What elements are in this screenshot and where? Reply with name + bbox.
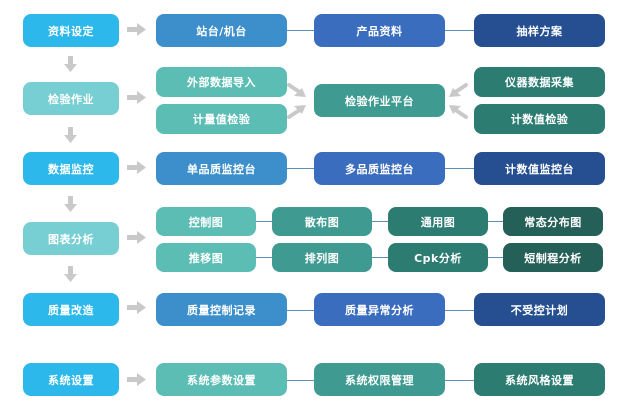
connector-line	[445, 310, 474, 311]
connector-line	[372, 257, 388, 258]
connector-line	[287, 168, 314, 169]
connector-line	[256, 257, 272, 258]
connector-line	[256, 221, 272, 222]
connector-line	[445, 30, 474, 31]
node-system-parameters[interactable]: 系统参数设置	[156, 363, 287, 396]
node-variable-inspection[interactable]: 计量值检验	[156, 104, 287, 134]
node-single-quality-monitor[interactable]: 单品质监控台	[156, 152, 287, 185]
node-station-machine[interactable]: 站台/机台	[156, 14, 287, 47]
connector-line	[488, 257, 503, 258]
node-inspection-platform[interactable]: 检验作业平台	[314, 84, 445, 117]
node-attribute-monitor[interactable]: 计数值监控台	[474, 152, 605, 185]
node-attribute-inspection[interactable]: 计数值检验	[474, 104, 605, 134]
connector-line	[287, 310, 314, 311]
node-multi-quality-monitor[interactable]: 多品质监控台	[314, 152, 445, 185]
arrow-right-icon	[127, 161, 146, 174]
main-node-data-setup[interactable]: 资料设定	[23, 14, 119, 47]
node-trend-chart[interactable]: 推移图	[156, 243, 256, 272]
node-system-style[interactable]: 系统风格设置	[474, 363, 605, 396]
node-cpk-analysis[interactable]: Cpk分析	[388, 243, 488, 272]
node-scatter-chart[interactable]: 散布图	[272, 207, 372, 236]
node-out-of-control-plan[interactable]: 不受控计划	[474, 293, 605, 326]
arrow-down-icon	[64, 196, 77, 212]
arrow-right-icon	[127, 91, 146, 104]
connector-line	[445, 380, 474, 381]
arrow-down-icon	[64, 56, 77, 72]
connector-line	[445, 168, 474, 169]
node-control-chart[interactable]: 控制图	[156, 207, 256, 236]
main-node-chart-analysis[interactable]: 图表分析	[23, 222, 119, 255]
node-pareto-chart[interactable]: 排列图	[272, 243, 372, 272]
arrow-right-icon	[127, 373, 146, 386]
arrow-down-icon	[64, 127, 77, 143]
node-instrument-collection[interactable]: 仪器数据采集	[474, 67, 605, 97]
connector-line	[287, 380, 314, 381]
node-general-chart[interactable]: 通用图	[388, 207, 488, 236]
node-quality-control-record[interactable]: 质量控制记录	[156, 293, 287, 326]
main-node-monitoring[interactable]: 数据监控	[23, 152, 119, 185]
connector-line	[488, 221, 503, 222]
connector-line	[372, 221, 388, 222]
main-node-inspection[interactable]: 检验作业	[23, 82, 119, 115]
node-sampling-plan[interactable]: 抽样方案	[474, 14, 605, 47]
node-quality-anomaly[interactable]: 质量异常分析	[314, 293, 445, 326]
arrow-right-icon	[127, 23, 146, 36]
connector-line	[287, 30, 314, 31]
main-node-system-settings[interactable]: 系统设置	[23, 363, 119, 396]
arrow-down-icon	[64, 266, 77, 282]
arrow-right-icon	[127, 231, 146, 244]
node-product-data[interactable]: 产品资料	[314, 14, 445, 47]
node-short-run-analysis[interactable]: 短制程分析	[503, 243, 603, 272]
node-external-import[interactable]: 外部数据导入	[156, 67, 287, 97]
node-system-permissions[interactable]: 系统权限管理	[314, 363, 445, 396]
arrow-right-icon	[127, 301, 146, 314]
main-node-quality-improve[interactable]: 质量改造	[23, 293, 119, 326]
node-normal-distribution[interactable]: 常态分布图	[503, 207, 603, 236]
